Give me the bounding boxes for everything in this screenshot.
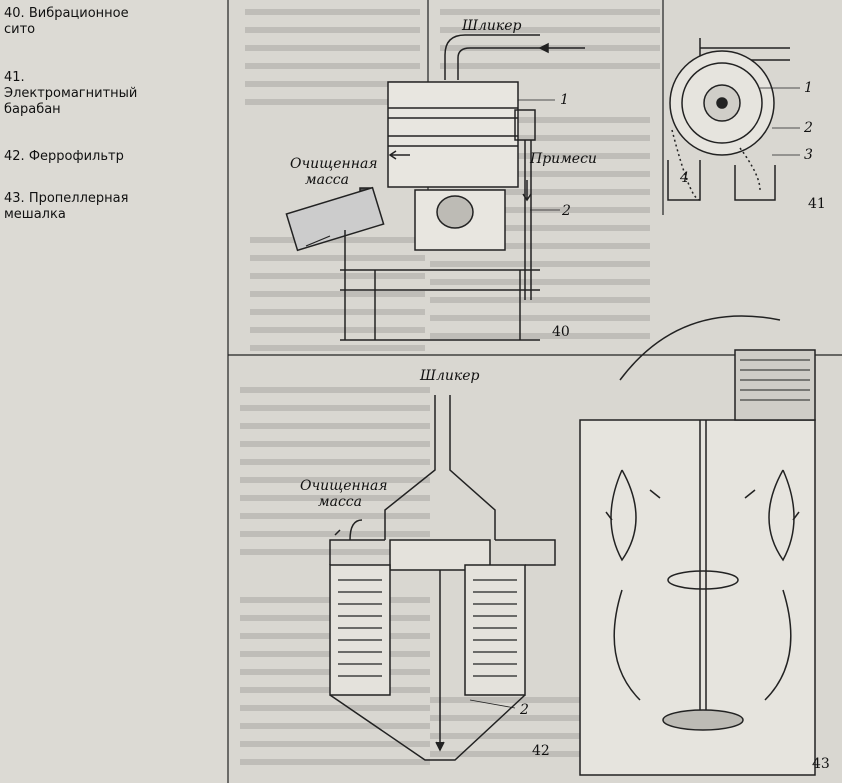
background-text-lines — [240, 9, 660, 765]
fig42-number: 42 — [532, 743, 550, 759]
caption-number: 42. — [4, 149, 25, 164]
fig40-cleaned-label-2: масса — [305, 172, 349, 188]
fig42-slip-label: Шликер — [419, 368, 480, 384]
caption-fig-43: 43. Пропеллерная мешалка — [4, 191, 128, 223]
fig42-callout-2: 2 — [519, 702, 529, 718]
fig42-cleaned-label-2: масса — [318, 494, 362, 510]
fig41-callout-3: 3 — [804, 147, 813, 163]
figure-41-magnetic-drum — [667, 38, 800, 201]
fig40-slip-label: Шликер — [461, 18, 522, 34]
fig41-callout-4: 4 — [679, 170, 689, 186]
caption-text: Вибрационное сито — [4, 6, 129, 37]
figure-43-propeller-mixer — [579, 315, 816, 776]
fig43-number: 43 — [812, 756, 830, 772]
caption-fig-42: 42. Феррофильтр — [4, 149, 124, 165]
caption-column: 40. Вибрационное сито 41. Электромагнитн… — [0, 0, 228, 783]
caption-fig-41: 41. Электромагнитный барабан — [4, 70, 137, 118]
caption-number: 41. — [4, 70, 25, 85]
figure-40-vibration-sieve — [285, 34, 585, 341]
caption-text: Феррофильтр — [28, 149, 124, 164]
fig40-number: 40 — [552, 324, 570, 340]
caption-text: Электромагнитный барабан — [4, 86, 138, 117]
caption-fig-40: 40. Вибрационное сито — [4, 6, 129, 38]
fig41-number: 41 — [808, 196, 826, 212]
fig40-callout-1: 1 — [560, 92, 569, 108]
fig41-callout-2: 2 — [803, 120, 813, 136]
fig42-cleaned-label-1: Очищенная — [300, 478, 388, 494]
fig40-cleaned-label-1: Очищенная — [290, 156, 378, 172]
fig40-impurities-label: Примеси — [529, 151, 597, 167]
caption-number: 40. — [4, 6, 25, 21]
fig41-callout-1: 1 — [804, 80, 813, 96]
caption-number: 43. — [4, 191, 25, 206]
caption-text: Пропеллерная мешалка — [4, 191, 129, 222]
fig40-callout-2: 2 — [561, 203, 571, 219]
figure-42-ferrofilter — [329, 395, 556, 761]
figure-labels: Шликер Примеси Очищенная масса 1 2 40 1 … — [290, 18, 830, 772]
